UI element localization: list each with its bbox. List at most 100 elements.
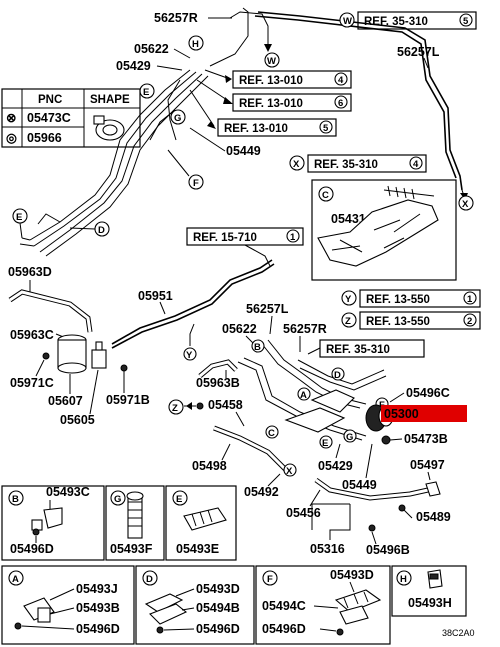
svg-text:F: F (193, 178, 199, 189)
callout-e-mid: E (319, 435, 333, 449)
svg-text:Z: Z (345, 316, 351, 327)
ref-arrows (189, 40, 468, 200)
inset-g: G 05493F (105, 485, 165, 561)
inset-e: E 05493E (165, 485, 237, 561)
ref-13-010-5[interactable]: REF. 13-010 5 (217, 118, 337, 137)
inset-a: A 05493J 05493B 05496D (1, 565, 135, 645)
part-05622-mid: 05622 (222, 322, 257, 336)
part-05458: 05458 (208, 398, 243, 412)
svg-text:4: 4 (338, 75, 344, 86)
callout-b-mid: B (251, 339, 265, 353)
part-05449-mid: 05449 (342, 478, 377, 492)
svg-text:E: E (143, 87, 149, 98)
svg-text:REF. 35-310: REF. 35-310 (364, 16, 428, 28)
inset-f-part3: 05496D (262, 622, 306, 636)
inset-h: H 05493H (391, 565, 467, 617)
clip-shape-icon (93, 115, 125, 141)
svg-text:REF. 13-550: REF. 13-550 (366, 294, 430, 306)
part-05456: 05456 (286, 506, 321, 520)
callout-d-mid: D (331, 367, 345, 381)
x-marker-mid: X (283, 463, 297, 477)
legend-symbol-1: ⊗ (6, 111, 16, 125)
inset-d-part3: 05496D (196, 622, 240, 636)
svg-text:5: 5 (463, 16, 469, 27)
z-marker: Z (168, 399, 184, 415)
svg-text:G: G (346, 432, 353, 443)
svg-text:H: H (192, 39, 199, 50)
part-05431: 05431 (331, 212, 366, 226)
svg-text:F: F (267, 574, 273, 585)
svg-text:REF. 35-310: REF. 35-310 (314, 159, 378, 171)
svg-text:E: E (16, 212, 22, 223)
w-marker: W (264, 52, 280, 68)
svg-text:X: X (286, 466, 293, 477)
svg-text:5: 5 (323, 123, 329, 134)
svg-text:1: 1 (467, 294, 473, 305)
inset-d-part1: 05493D (196, 582, 240, 596)
svg-text:6: 6 (338, 98, 343, 109)
part-05492: 05492 (244, 485, 279, 499)
ref-y[interactable]: Y REF. 13-550 1 (341, 289, 481, 308)
hose-05498 (213, 425, 288, 472)
svg-text:X: X (462, 199, 469, 210)
hose-05963b (198, 359, 238, 378)
ref-13-010-6[interactable]: REF. 13-010 6 (232, 93, 352, 112)
svg-text:C: C (268, 428, 275, 439)
ref-w[interactable]: W REF. 35-310 5 (339, 11, 477, 30)
svg-text:C: C (322, 190, 329, 201)
pipe-05951 (111, 259, 275, 349)
svg-text:W: W (343, 16, 352, 27)
svg-text:G: G (114, 494, 121, 505)
part-05971c: 05971C (10, 376, 54, 390)
part-05605: 05605 (60, 413, 95, 427)
svg-text:D: D (334, 370, 341, 381)
callout-a-mid: A (297, 387, 311, 401)
upper-fuel-lines (19, 7, 463, 257)
svg-text:REF. 13-010: REF. 13-010 (239, 75, 303, 87)
svg-text:REF. 13-550: REF. 13-550 (366, 316, 430, 328)
callout-e-top: E (139, 83, 155, 99)
part-05963b: 05963B (196, 376, 240, 390)
inset-f-part1: 05493D (330, 568, 374, 582)
part-05449-top: 05449 (226, 144, 261, 158)
svg-text:W: W (267, 56, 276, 67)
part-05316: 05316 (310, 542, 345, 556)
part-05496c: 05496C (406, 386, 450, 400)
ref-15-710[interactable]: REF. 15-710 1 (186, 227, 304, 246)
svg-text:E: E (322, 438, 328, 449)
inset-g-part1: 05493F (110, 542, 153, 556)
svg-text:REF. 15-710: REF. 15-710 (193, 232, 257, 244)
ref-z[interactable]: Z REF. 13-550 2 (341, 311, 481, 330)
ref-35-310-mid[interactable]: REF. 35-310 (319, 339, 425, 358)
part-05429-top: 05429 (116, 59, 151, 73)
part-05300[interactable]: 05300 (384, 407, 419, 421)
hose-05456 (314, 477, 441, 501)
inset-f: F 05493D 05494C 05496D (255, 565, 391, 645)
x-marker: X (458, 195, 474, 211)
part-05429-mid: 05429 (318, 459, 353, 473)
legend-pnc-1: 05473C (27, 111, 71, 125)
ref-x[interactable]: X REF. 35-310 4 (289, 154, 427, 173)
part-56257r-mid: 56257R (283, 322, 327, 336)
svg-text:REF. 13-010: REF. 13-010 (224, 123, 288, 135)
legend-table: PNC SHAPE ⊗ 05473C ◎ 05966 (1, 88, 141, 148)
callout-h: H (188, 35, 204, 51)
inset-f-part2: 05494C (262, 599, 306, 613)
ref-13-010-4[interactable]: REF. 13-010 4 (232, 70, 352, 89)
legend-header-shape: SHAPE (90, 94, 130, 106)
legend-pnc-2: 05966 (27, 131, 62, 145)
svg-text:4: 4 (413, 159, 419, 170)
svg-text:Y: Y (186, 350, 193, 361)
callout-d-top: D (94, 221, 110, 237)
inset-h-part1: 05493H (408, 596, 452, 610)
part-05498: 05498 (192, 459, 227, 473)
legend-header-pnc: PNC (38, 94, 62, 106)
part-05489: 05489 (416, 510, 451, 524)
diagram-code: 38C2A0 (442, 628, 475, 638)
inset-d-part2: 05494B (196, 601, 240, 615)
svg-text:REF. 35-310: REF. 35-310 (326, 344, 390, 356)
hose-05963d (8, 289, 93, 333)
inset-a-part3: 05496D (76, 622, 120, 636)
part-56257r-top: 56257R (154, 11, 198, 25)
legend-symbol-2: ◎ (6, 131, 17, 145)
